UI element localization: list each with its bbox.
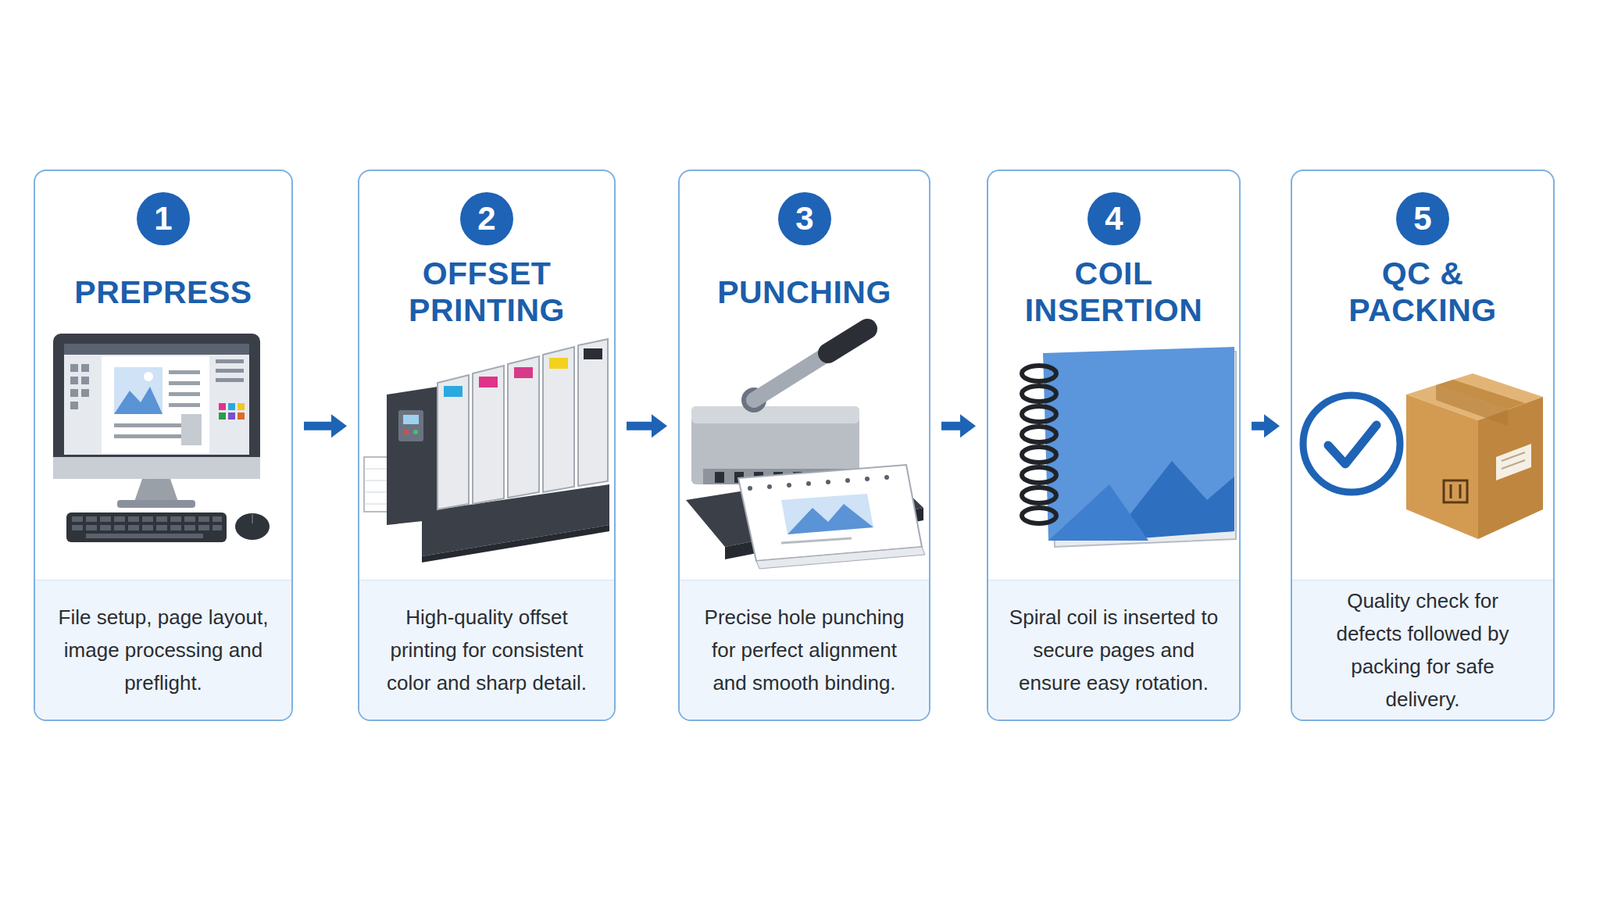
punch-illustration — [685, 328, 925, 569]
flow-arrow — [1251, 414, 1280, 438]
step-description-band: High-quality offset printing for consist… — [359, 579, 615, 720]
process-card: PUNCHING Precise hole punching for perfec… — [678, 169, 931, 722]
printing-press-illustration — [364, 339, 610, 563]
arrow-shaft — [303, 421, 333, 431]
step-description-band: Spiral coil is inserted to secure pages … — [988, 579, 1240, 720]
step-title: PREPRESS — [53, 274, 273, 311]
notebook-illustration — [1021, 346, 1236, 547]
flow-arrow — [626, 414, 668, 438]
step-title-area: PUNCHING — [695, 249, 914, 336]
step-description: File setup, page layout, image processin… — [55, 600, 272, 700]
step-description: Precise hole punching for perfect alignm… — [700, 600, 910, 700]
step-title-area: OFFSET PRINTING — [375, 249, 599, 336]
qc-packing-illustration — [1303, 373, 1543, 540]
step-number: 1 — [153, 202, 172, 236]
arrow-head — [331, 414, 347, 438]
step-title: QC & PACKING — [1313, 255, 1533, 329]
step-description-band: File setup, page layout, image processin… — [35, 579, 292, 720]
step-title: OFFSET PRINTING — [377, 255, 597, 329]
step-title-area: PREPRESS — [50, 249, 276, 336]
step-title: COIL INSERTION — [1004, 255, 1224, 329]
step-description: Quality check for defects followed by pa… — [1313, 584, 1533, 716]
step-description: High-quality offset printing for consist… — [379, 600, 594, 700]
step-number: 5 — [1413, 202, 1432, 236]
process-card: PREPRESS File setup, page layout, image p… — [33, 169, 293, 722]
process-card: COIL INSERTION Spiral coil is inserted to… — [986, 169, 1241, 722]
process-card: OFFSET PRINTING High-quality offset print… — [357, 169, 616, 722]
flow-arrow — [303, 414, 347, 438]
step-description-band: Precise hole punching for perfect alignm… — [679, 579, 929, 720]
step-title: PUNCHING — [695, 274, 914, 311]
step-number-circle: 4 — [1087, 192, 1141, 246]
process-card: QC & PACKING Quality check for defects fo… — [1290, 169, 1555, 722]
step-number-circle: 1 — [136, 192, 190, 246]
flow-arrow — [941, 414, 976, 438]
step-title-area: COIL INSERTION — [1003, 249, 1224, 336]
step-number: 3 — [795, 202, 814, 236]
arrow-shaft — [1251, 421, 1266, 431]
step-number: 4 — [1104, 202, 1123, 236]
arrow-head — [651, 414, 668, 438]
step-number-circle: 3 — [778, 192, 832, 246]
step-description: Spiral coil is inserted to secure pages … — [1008, 600, 1220, 700]
step-number: 2 — [477, 202, 496, 236]
arrow-shaft — [626, 421, 654, 431]
computer-illustration — [53, 333, 270, 543]
arrow-head — [1264, 414, 1280, 438]
step-title-area: QC & PACKING — [1307, 249, 1538, 336]
arrow-shaft — [941, 421, 962, 431]
step-description-band: Quality check for defects followed by pa… — [1292, 579, 1554, 720]
step-number-circle: 2 — [460, 192, 514, 246]
step-number-circle: 5 — [1396, 192, 1450, 246]
arrow-head — [960, 414, 976, 438]
